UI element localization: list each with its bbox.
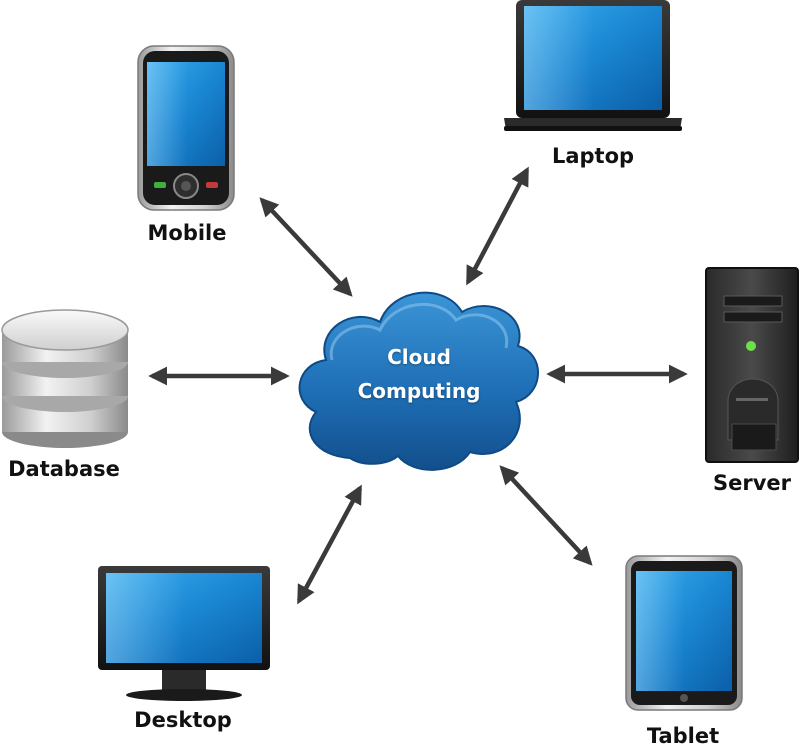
arrow-tablet (499, 465, 593, 566)
cloud-title-line1: Cloud (387, 345, 451, 369)
label-mobile: Mobile (147, 221, 227, 245)
cloud-title-line2: Computing (357, 379, 481, 403)
label-laptop: Laptop (551, 144, 635, 168)
tablet-icon (625, 555, 743, 711)
server-tower-icon (705, 267, 799, 463)
label-tablet: Tablet (646, 724, 720, 748)
label-desktop: Desktop (134, 708, 232, 732)
laptop-icon (504, 0, 682, 131)
arrow-laptop (466, 166, 529, 286)
database-icon (1, 309, 129, 448)
arrow-mobile (259, 197, 353, 297)
arrow-desktop (297, 484, 362, 605)
mobile-phone-icon (137, 45, 235, 211)
label-server: Server (712, 471, 792, 495)
cloud-icon (298, 291, 539, 471)
label-database: Database (8, 457, 120, 481)
connection-arrows (148, 166, 688, 605)
desktop-monitor-icon (98, 566, 270, 701)
